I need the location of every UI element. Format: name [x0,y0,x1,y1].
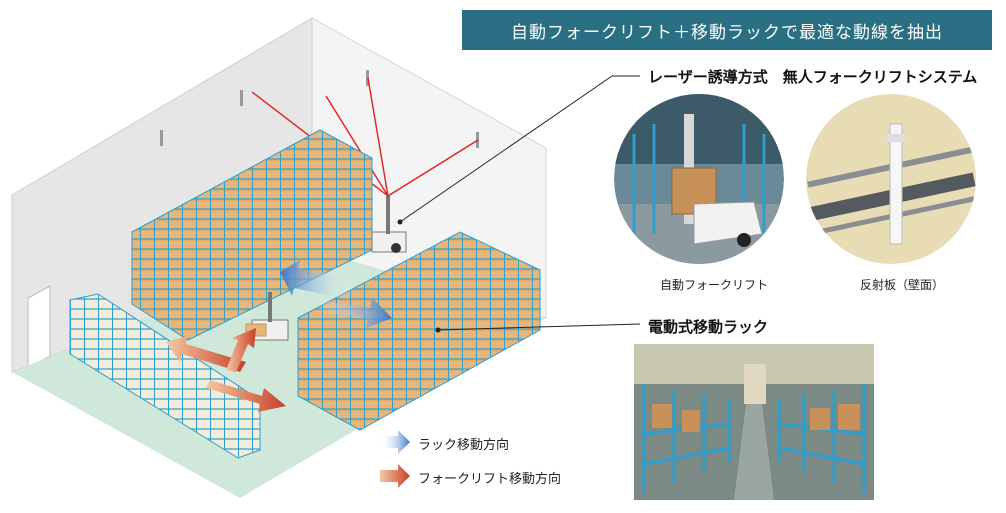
leader-rack [437,323,641,331]
legend-forklift-arrow [380,464,410,488]
forklift-arrow-left [166,336,246,372]
forklift-arrow-right [206,380,286,412]
reflector-2 [240,90,243,106]
forklift-caption: 自動フォークリフト [660,278,769,292]
banner-title: 自動フォークリフト＋移動ラックで最適な動線を抽出 [511,22,943,43]
reflector-photo [806,94,976,264]
mobile-rack-photo [634,344,874,500]
rack-arrow-lower [314,298,392,328]
system-label: レーザー誘導方式 無人フォークリフトシステム [648,68,978,86]
reflector-caption: 反射板（壁面） [860,278,945,292]
reflector-3 [366,70,369,86]
reflector-1 [160,130,163,146]
legend-forklift-direction: フォークリフト移動方向 [418,472,562,487]
legend-rack-direction: ラック移動方向 [418,438,510,453]
door [27,285,51,369]
forklift-back [371,196,407,253]
mobile-rack-label: 電動式移動ラック [648,318,769,336]
forklift-arrow-up [226,328,256,372]
leader-system [399,75,613,223]
legend-rack-arrow [380,430,410,454]
title-banner: 自動フォークリフト＋移動ラックで最適な動線を抽出 [462,10,992,50]
rack-block-front-left [69,293,261,459]
rack-arrow-upper [280,260,354,300]
forklift-photo [614,94,784,264]
rack-block-right [297,231,541,431]
